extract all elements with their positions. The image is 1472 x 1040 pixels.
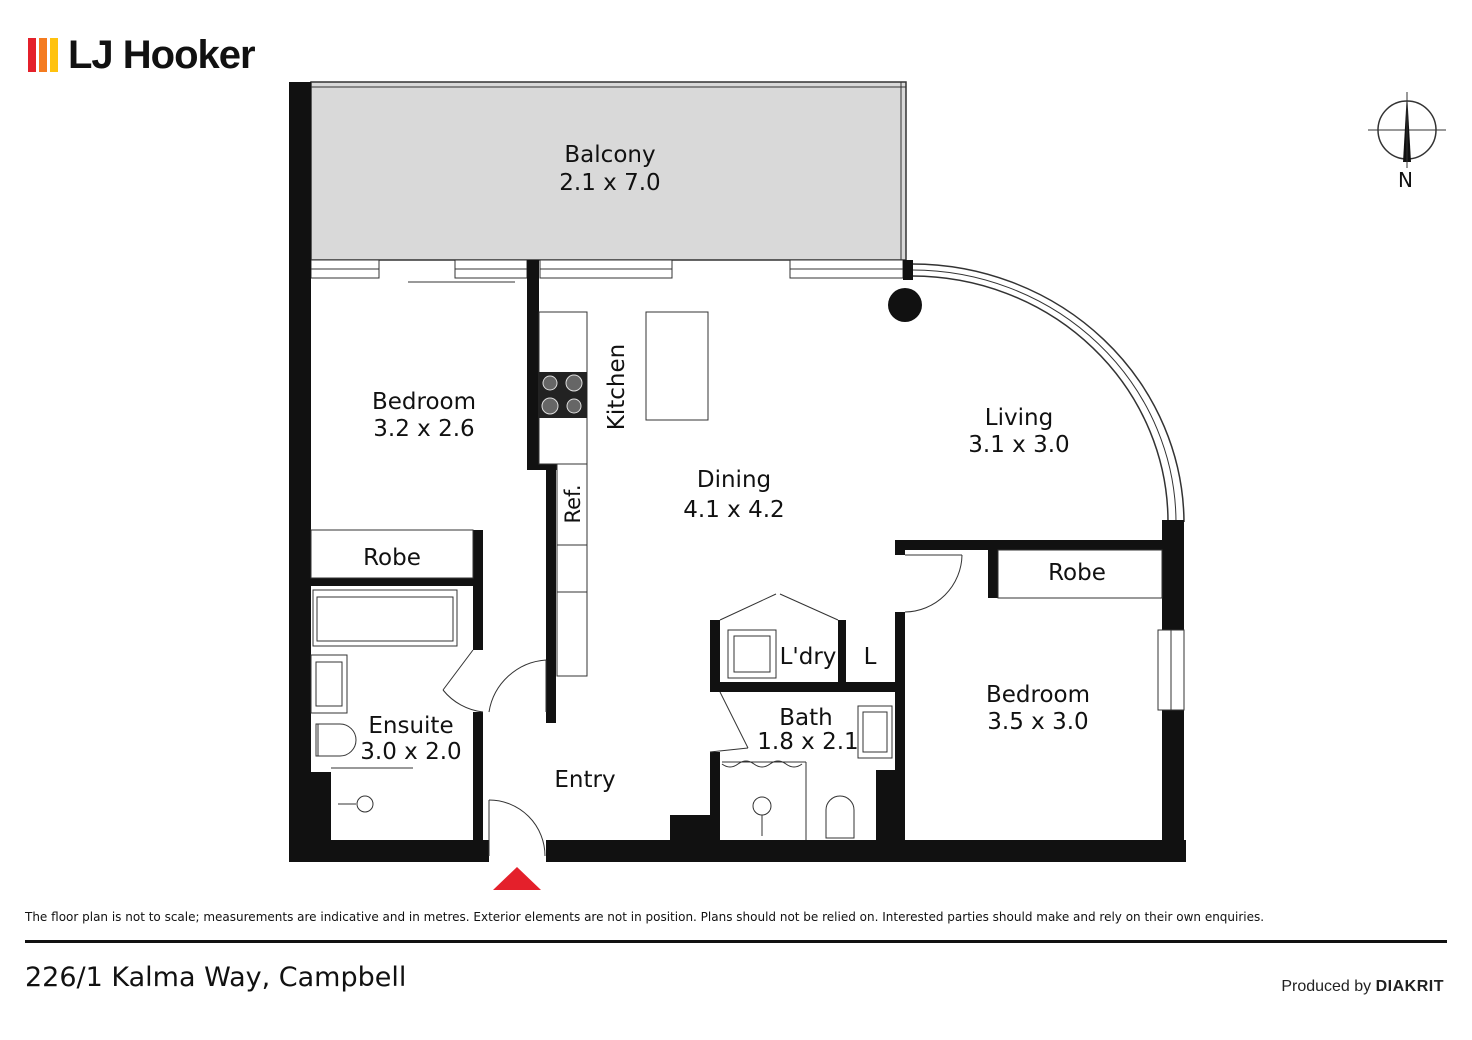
kitchen-island bbox=[645, 311, 709, 421]
bedroom-2-size: 3.5 x 3.0 bbox=[987, 709, 1088, 735]
walls bbox=[289, 82, 1186, 862]
logo-bars-icon bbox=[28, 38, 58, 72]
robe-2-box bbox=[997, 549, 1163, 599]
kitchen-label: Kitchen bbox=[604, 344, 630, 430]
bath-label: Bath bbox=[779, 705, 832, 731]
curved-window-wall bbox=[911, 263, 1185, 523]
cooktop-icon bbox=[539, 372, 587, 418]
bath-vanity-icon bbox=[857, 705, 893, 759]
door-swings bbox=[442, 554, 963, 857]
produced-by-prefix: Produced by bbox=[1281, 978, 1372, 995]
property-address: 226/1 Kalma Way, Campbell bbox=[25, 962, 407, 993]
window-strip bbox=[310, 259, 904, 283]
robe-2-label: Robe bbox=[1048, 560, 1106, 586]
living-size: 3.1 x 3.0 bbox=[968, 432, 1069, 458]
balcony-area bbox=[310, 81, 907, 261]
logo-wordmark: LJ Hooker bbox=[68, 32, 256, 77]
entry-marker-icon bbox=[493, 867, 541, 890]
bathtub-icon bbox=[312, 589, 458, 647]
produced-by-brand: DIAKRIT bbox=[1375, 978, 1444, 995]
bath-shower-icon bbox=[752, 796, 772, 836]
bath-size: 1.8 x 2.1 bbox=[757, 729, 858, 755]
robe-1-box bbox=[310, 529, 474, 579]
ensuite-toilet-icon bbox=[315, 723, 357, 757]
bedroom-2-label: Bedroom bbox=[986, 682, 1090, 708]
dining-label: Dining bbox=[697, 467, 771, 493]
ensuite-size: 3.0 x 2.0 bbox=[360, 739, 461, 765]
bedroom-1-label: Bedroom bbox=[372, 389, 476, 415]
produced-by: Produced by DIAKRIT bbox=[1281, 978, 1444, 996]
dining-size: 4.1 x 4.2 bbox=[683, 497, 784, 523]
ensuite-shower-icon bbox=[338, 795, 374, 813]
living-label: Living bbox=[985, 405, 1053, 431]
compass-icon bbox=[1368, 92, 1446, 168]
balcony-label: Balcony bbox=[564, 142, 655, 168]
disclaimer-text: The floor plan is not to scale; measurem… bbox=[25, 910, 1265, 924]
fridge-label: Ref. bbox=[561, 484, 585, 523]
ensuite-label: Ensuite bbox=[368, 713, 453, 739]
lj-hooker-logo: LJ Hooker bbox=[28, 32, 256, 78]
entry-label: Entry bbox=[554, 767, 615, 793]
laundry-tub-icon bbox=[727, 629, 777, 679]
kitchen-bench bbox=[538, 311, 709, 677]
balcony-size: 2.1 x 7.0 bbox=[559, 170, 660, 196]
bedroom-window bbox=[1157, 629, 1185, 711]
linen-label: L bbox=[864, 644, 877, 670]
footer-divider bbox=[25, 940, 1447, 943]
bedroom-1-size: 3.2 x 2.6 bbox=[373, 416, 474, 442]
laundry-label: L'dry bbox=[780, 644, 837, 670]
compass-north-label: N bbox=[1398, 168, 1413, 192]
shower-curtain bbox=[721, 760, 803, 768]
bath-toilet-icon bbox=[825, 795, 855, 839]
ensuite-vanity-icon bbox=[310, 654, 348, 714]
robe-1-label: Robe bbox=[363, 545, 421, 571]
